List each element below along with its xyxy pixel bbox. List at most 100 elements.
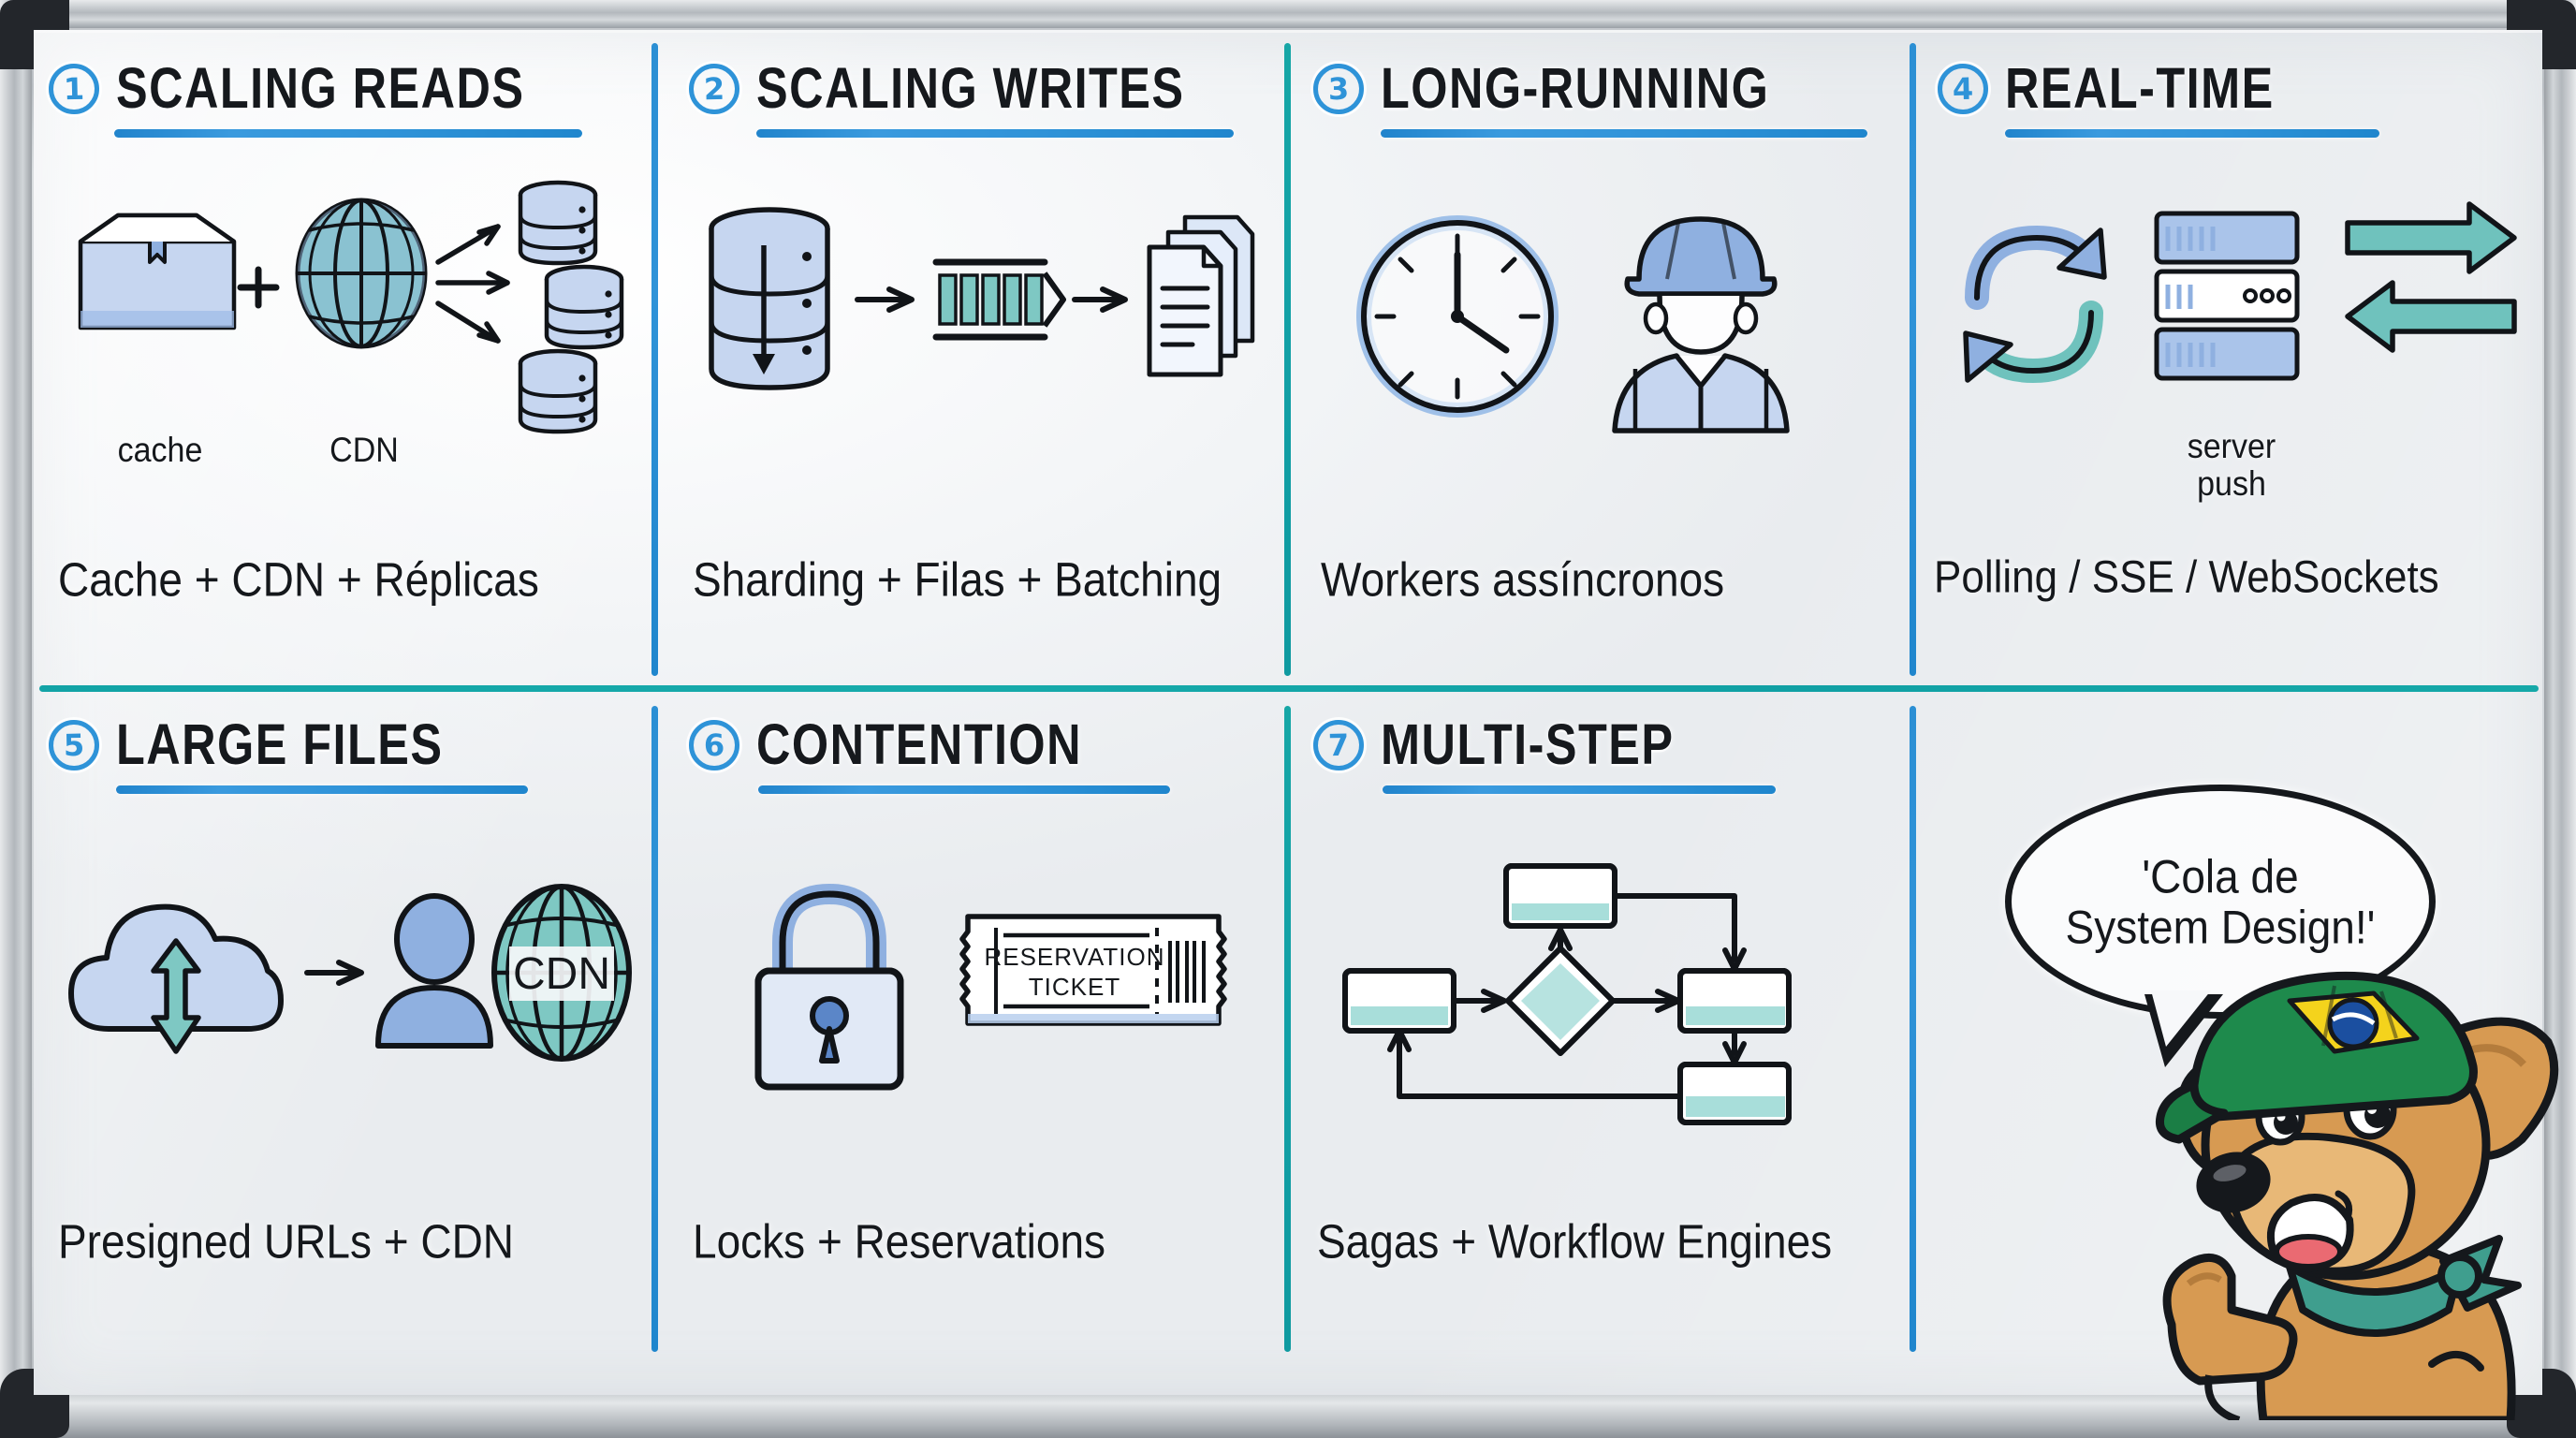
frame-rail-right [2544, 0, 2576, 1438]
panel-7-heading: 7 MULTI-STEP [1312, 716, 1683, 774]
panel-2-title-underline [756, 129, 1234, 138]
panel-6-caption: Locks + Reservations [693, 1214, 1106, 1269]
panel-6-title: CONTENTION [756, 712, 1083, 778]
divider-vertical-6 [1910, 706, 1916, 1352]
divider-vertical-1 [651, 43, 658, 676]
panel-6-title-underline [758, 785, 1170, 794]
server-push-label-line2: push [2197, 464, 2266, 504]
arrow-icon [304, 960, 364, 986]
panel-3-caption: Workers assíncronos [1321, 552, 1725, 607]
panel-7-illustration [1342, 863, 1792, 1125]
panel-scaling-writes[interactable]: 2 SCALING WRITES [680, 37, 1279, 683]
panel-6-number-badge: 6 [688, 719, 740, 771]
panel-5-title-underline [116, 785, 528, 794]
panel-1-illustration [78, 180, 624, 434]
dog-mascot [2155, 971, 2559, 1420]
divider-horizontal-main [39, 685, 2539, 692]
panel-scaling-reads[interactable]: 1 SCALING READS [41, 37, 657, 683]
panel-2-number-badge: 2 [688, 63, 740, 115]
arrow-icon [855, 286, 915, 313]
panel-long-running[interactable]: 3 LONG-RUNNING [1302, 37, 1901, 683]
cdn-globe-label: CDN [513, 949, 610, 999]
globe-cdn-icon: CDN [491, 884, 632, 1062]
panel-2-illustration [709, 207, 1255, 390]
speech-bubble-line-1: 'Cola de [2142, 849, 2299, 902]
cache-label: cache [117, 431, 203, 470]
worker-helmet-icon [1612, 216, 1790, 433]
panel-5-number-badge: 5 [48, 719, 100, 771]
panel-2-title: SCALING WRITES [756, 56, 1185, 122]
panel-4-heading: 4 REAL-TIME [1937, 60, 2283, 118]
panel-7-number-badge: 7 [1312, 719, 1365, 771]
panel-1-number-badge: 1 [48, 63, 100, 115]
divider-vertical-4 [651, 706, 658, 1352]
divider-vertical-5 [1284, 706, 1291, 1352]
flowchart-icon [1342, 863, 1792, 1125]
speech-bubble-tail-inner [2151, 990, 2211, 1047]
mascot-paw-line [2428, 1350, 2484, 1372]
ticket-label-line1: RESERVATION [984, 943, 1164, 971]
panel-1-title: SCALING READS [116, 56, 525, 122]
globe-cdn-icon [295, 198, 428, 349]
panel-large-files[interactable]: 5 LARGE FILES [41, 699, 657, 1355]
box-cache-icon [78, 213, 237, 330]
panel-4-title: REAL-TIME [2005, 56, 2275, 122]
cloud-upload-download-icon [68, 903, 284, 1054]
frame-rail-left [0, 0, 32, 1438]
server-push-label-line1: server [2187, 427, 2276, 466]
panel-4-title-underline [2005, 129, 2379, 138]
clock-icon [1356, 215, 1559, 418]
bidirectional-arrows-icon [2345, 201, 2517, 353]
panel-2-heading: 2 SCALING WRITES [688, 60, 1198, 118]
cdn-label: CDN [329, 431, 399, 470]
panel-contention[interactable]: 6 CONTENTION [680, 699, 1279, 1355]
panel-7-title-underline [1383, 785, 1776, 794]
mascot-tongue [2274, 1234, 2343, 1269]
divider-vertical-3 [1910, 43, 1916, 676]
database-replica-icon [518, 180, 624, 434]
arrow-icon [1072, 286, 1128, 313]
brazil-flag-globe [2327, 997, 2379, 1049]
panel-3-heading: 3 LONG-RUNNING [1312, 60, 1781, 118]
panel-6-illustration: RESERVATION TICKET [754, 883, 1227, 1091]
refresh-cycle-icon [1963, 225, 2107, 384]
panel-7-caption: Sagas + Workflow Engines [1317, 1214, 1833, 1269]
panel-multi-step[interactable]: 7 MULTI-STEP [1302, 699, 1901, 1355]
panel-4-number-badge: 4 [1937, 63, 1989, 115]
mascot-cap-brazil-flag [2155, 971, 2478, 1144]
mascot-cap-brim [2155, 1080, 2229, 1144]
panel-6-heading: 6 CONTENTION [688, 716, 1092, 774]
panel-3-illustration [1356, 215, 1790, 433]
ticket-icon: RESERVATION TICKET [959, 914, 1227, 1026]
server-rack-icon [2154, 211, 2300, 381]
panel-1-title-underline [114, 129, 582, 138]
panel-1-caption: Cache + CDN + Réplicas [58, 552, 539, 607]
speech-bubble-line-2: System Design!' [2065, 900, 2376, 954]
flow-connectors [1387, 893, 1747, 1099]
plus-icon [237, 266, 280, 309]
panel-4-caption: Polling / SSE / WebSockets [1934, 551, 2439, 603]
panel-1-heading: 1 SCALING READS [48, 60, 537, 118]
panel-5-heading: 5 LARGE FILES [48, 716, 453, 774]
panel-2-caption: Sharding + Filas + Batching [693, 552, 1222, 607]
padlock-icon [754, 883, 904, 1091]
mascot-nose [2196, 1152, 2271, 1213]
panel-grid: 1 SCALING READS [34, 30, 2542, 1395]
whiteboard-surface: 1 SCALING READS [34, 30, 2559, 1420]
user-icon [375, 893, 493, 1049]
ticket-label-line2: TICKET [1029, 973, 1120, 1001]
mascot-thumbs-up [2162, 1253, 2298, 1420]
documents-batch-icon [1147, 214, 1255, 377]
arrow-icon [435, 224, 510, 344]
panel-3-number-badge: 3 [1312, 63, 1365, 115]
frame-rail-bottom [0, 1389, 2576, 1438]
divider-vertical-2 [1284, 43, 1291, 676]
panel-3-title: LONG-RUNNING [1381, 56, 1770, 122]
panel-7-title: MULTI-STEP [1381, 712, 1675, 778]
queue-icon [932, 258, 1066, 341]
frame-rail-top [0, 0, 2576, 28]
panel-4-illustration [1963, 201, 2517, 384]
panel-real-time[interactable]: 4 REAL-TIME [1925, 37, 2533, 683]
panel-5-illustration: CDN [68, 884, 632, 1062]
